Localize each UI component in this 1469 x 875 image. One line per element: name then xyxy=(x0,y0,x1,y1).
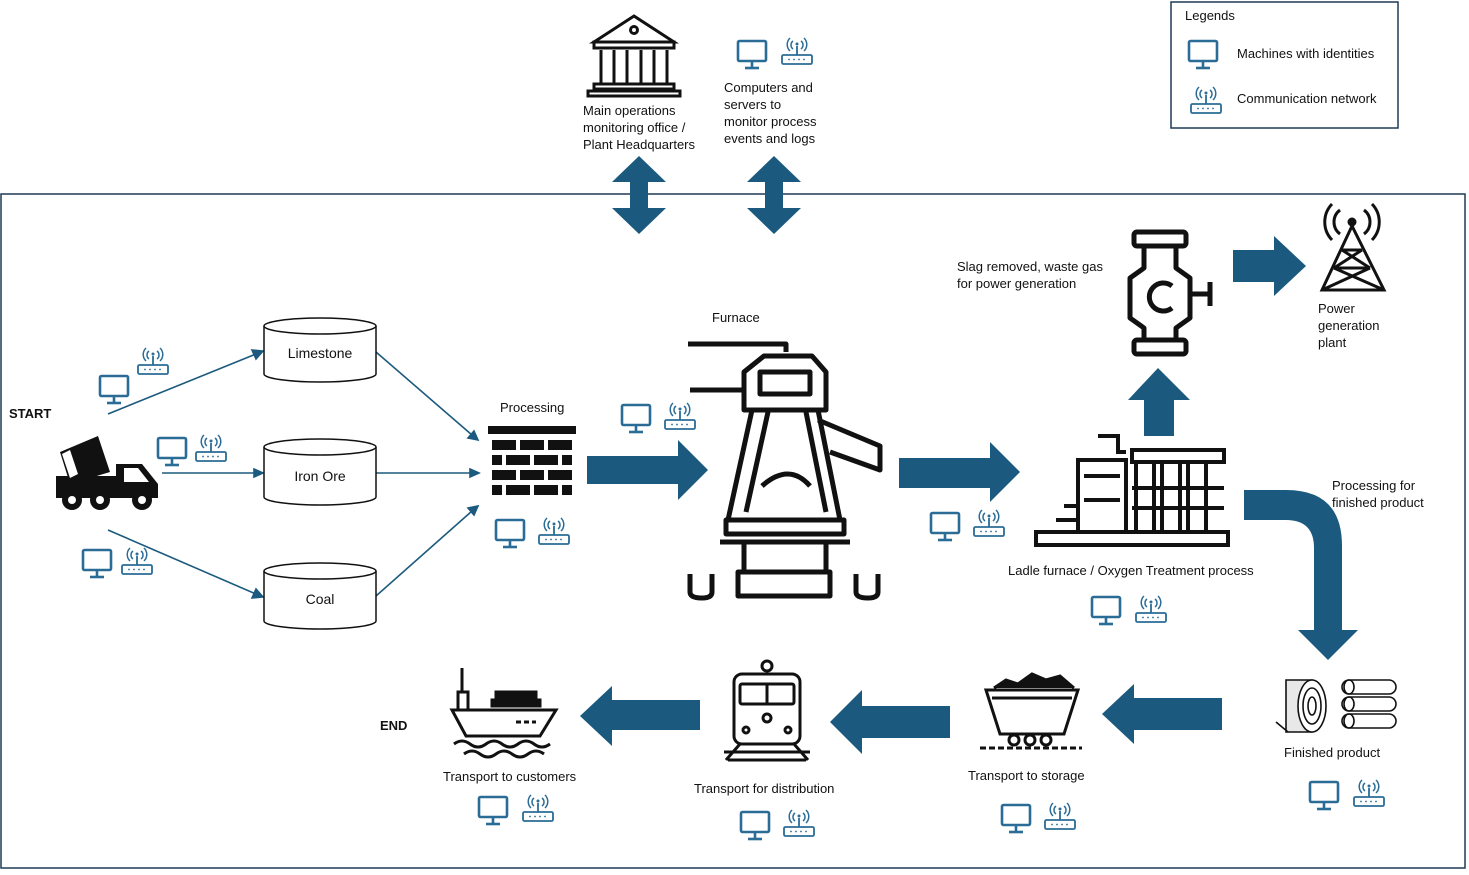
network-router-icon xyxy=(538,517,570,545)
monitor-icon xyxy=(929,511,961,542)
arrow-distribution-to-customers xyxy=(580,686,700,746)
monitor-icon xyxy=(1090,595,1122,626)
power-tower-icon xyxy=(1319,202,1387,292)
double-arrow-hq xyxy=(612,156,666,234)
legend-item-network: Communication network xyxy=(1237,91,1377,106)
iron-ore-storage xyxy=(263,438,377,506)
finished-product-label: Finished product xyxy=(1284,745,1380,760)
coal-storage xyxy=(263,562,377,630)
monitor-icon xyxy=(1308,780,1340,811)
network-router-icon xyxy=(973,509,1005,537)
network-router-icon xyxy=(522,794,554,822)
cargo-ship-icon xyxy=(449,668,559,759)
iron-ore-label: Iron Ore xyxy=(294,468,346,484)
valve-icon xyxy=(1127,229,1213,357)
power-plant-label: Power generation plant xyxy=(1318,301,1383,350)
start-label: START xyxy=(9,406,51,421)
blast-furnace-icon xyxy=(687,341,883,601)
monitor-icon xyxy=(494,518,526,549)
servers-label: Computers and servers to monitor process… xyxy=(724,80,820,146)
monitor-icon xyxy=(156,436,188,467)
monitor-icon xyxy=(736,39,768,70)
network-router-icon xyxy=(1353,779,1385,807)
monitor-icon xyxy=(98,374,130,405)
network-router-icon xyxy=(121,547,153,575)
arrow-finished-to-storage xyxy=(1102,684,1222,744)
network-router-icon xyxy=(195,434,227,462)
network-router-icon xyxy=(137,347,169,375)
furnace-label: Furnace xyxy=(712,310,760,325)
monitor-icon xyxy=(739,810,771,841)
monitor-icon xyxy=(81,548,113,579)
train-icon xyxy=(724,659,810,762)
monitor-icon xyxy=(477,795,509,826)
process-frame xyxy=(0,193,1466,869)
finishing-label: Processing for finished product xyxy=(1332,478,1424,510)
arrow-ladle-to-slag xyxy=(1128,368,1190,436)
legend: Legends Machines with identities Communi… xyxy=(1170,1,1399,129)
bank-building-icon xyxy=(586,14,682,98)
network-router-icon xyxy=(1044,802,1076,830)
network-router-icon xyxy=(1135,595,1167,623)
arrow-furnace-to-ladle xyxy=(899,442,1020,502)
customers-label: Transport to customers xyxy=(443,769,577,784)
legend-title: Legends xyxy=(1185,8,1235,23)
legend-item-machines: Machines with identities xyxy=(1237,46,1375,61)
coal-label: Coal xyxy=(306,591,335,607)
ladle-furnace-icon xyxy=(1034,434,1230,547)
steel-coils-icon xyxy=(1275,679,1397,733)
storage-label: Transport to storage xyxy=(968,768,1085,783)
double-arrow-servers xyxy=(747,156,801,234)
processing-label: Processing xyxy=(500,400,564,415)
raw-material-connectors xyxy=(107,349,481,599)
slag-label: Slag removed, waste gas for power genera… xyxy=(957,259,1107,291)
hq-label: Main operations monitoring office / Plan… xyxy=(583,103,696,152)
arrow-processing-to-furnace xyxy=(587,440,708,500)
arrow-ladle-to-finishing xyxy=(1244,490,1358,660)
distribution-label: Transport for distribution xyxy=(694,781,834,796)
arrow-storage-to-distribution xyxy=(830,690,950,754)
mine-cart-icon xyxy=(980,672,1082,750)
brick-wall-icon xyxy=(488,426,576,495)
network-router-icon xyxy=(781,37,813,65)
network-router-icon xyxy=(664,402,696,430)
limestone-label: Limestone xyxy=(288,345,353,361)
limestone-storage xyxy=(263,317,377,383)
network-router-icon xyxy=(783,809,815,837)
mixer-truck-icon xyxy=(56,436,158,510)
arrow-slag-to-power xyxy=(1233,236,1306,296)
end-label: END xyxy=(380,718,407,733)
monitor-icon xyxy=(1000,803,1032,834)
ladle-label: Ladle furnace / Oxygen Treatment process xyxy=(1008,563,1254,578)
monitor-icon xyxy=(620,403,652,434)
